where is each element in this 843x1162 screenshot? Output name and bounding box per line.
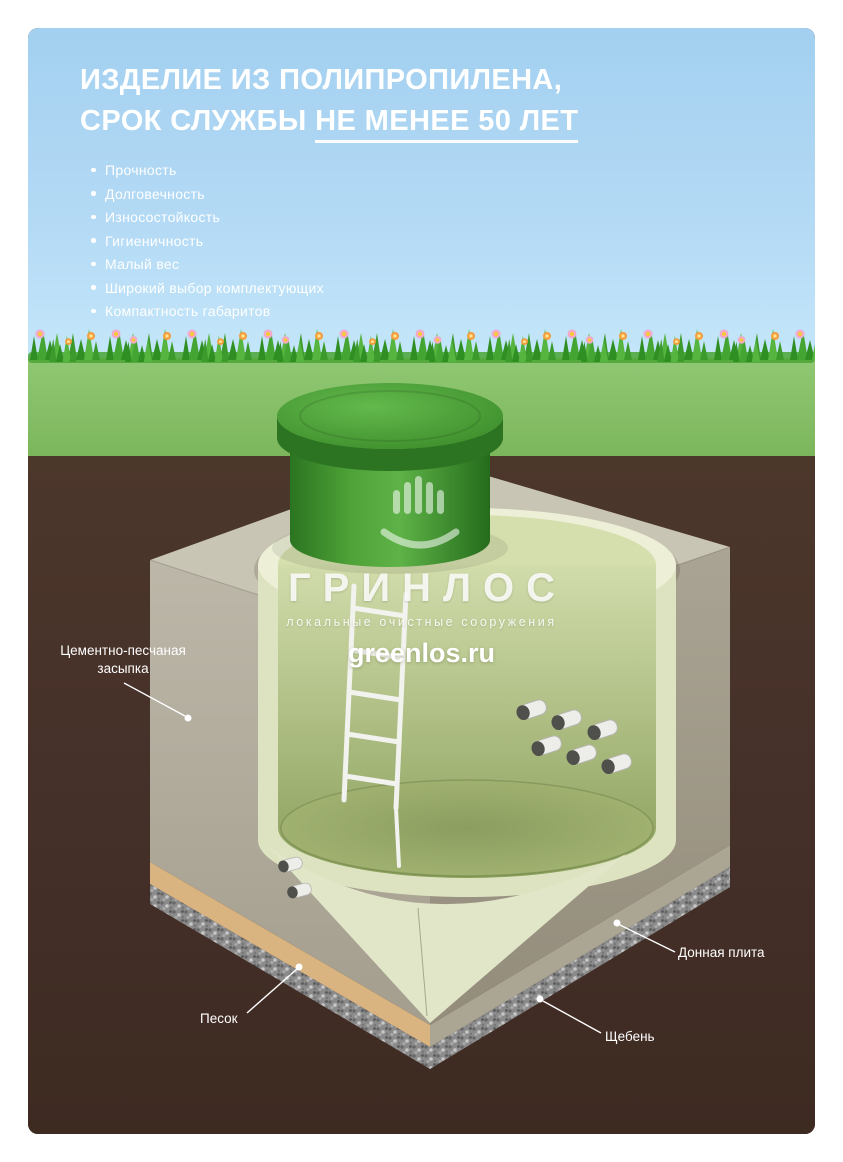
feature-item-durability: Долговечность bbox=[88, 186, 324, 202]
title-line-1: ИЗДЕЛИЕ ИЗ ПОЛИПРОПИЛЕНА, bbox=[80, 64, 563, 96]
manhole-cover bbox=[277, 383, 503, 471]
feature-list: Прочность Долговечность Износостойкость … bbox=[88, 162, 324, 327]
access-ladder bbox=[341, 583, 409, 868]
sand-dot bbox=[295, 963, 303, 971]
gravel-leader bbox=[542, 1000, 602, 1034]
pipe-group-left bbox=[278, 856, 312, 899]
leader-lines bbox=[123, 682, 676, 1034]
poster-title: ИЗДЕЛИЕ ИЗ ПОЛИПРОПИЛЕНА, СРОК СЛУЖБЫ НЕ… bbox=[80, 60, 579, 143]
feature-item-hygiene: Гигиеничность bbox=[88, 233, 324, 249]
installation-cutaway-diagram bbox=[28, 329, 815, 1069]
sand-layer bbox=[150, 862, 430, 1047]
feature-item-wear-resistance: Износостойкость bbox=[88, 209, 324, 225]
gravel-dot bbox=[536, 995, 544, 1003]
feature-item-compactness: Компактность габаритов bbox=[88, 303, 324, 319]
cut-face-crease bbox=[417, 907, 428, 1017]
title-line-2-prefix: СРОК СЛУЖБЫ bbox=[80, 105, 316, 137]
sand-leader bbox=[246, 968, 298, 1014]
sky-background bbox=[28, 28, 815, 358]
gravel-layer bbox=[150, 867, 730, 1069]
pipe-group-right bbox=[516, 699, 632, 775]
bottom-plate-leader bbox=[619, 924, 676, 953]
feature-item-strength: Прочность bbox=[88, 162, 324, 178]
foundation-layers bbox=[150, 845, 730, 1069]
backfill-cut-face bbox=[268, 846, 626, 1023]
feature-item-accessories: Широкий выбор комплектующих bbox=[88, 280, 324, 296]
bottom-plate-dot bbox=[613, 919, 621, 927]
tank-floor bbox=[281, 780, 653, 876]
title-line-2-underlined: НЕ МЕНЕЕ 50 ЛЕТ bbox=[315, 105, 579, 143]
grinlos-logo-watermark bbox=[380, 476, 460, 549]
label-cement-backfill: Цементно-песчаная засыпка bbox=[60, 643, 186, 676]
feature-item-light-weight: Малый вес bbox=[88, 256, 324, 272]
label-bottom-plate: Донная плита bbox=[678, 945, 765, 960]
infographic-card: ИЗДЕЛИЕ ИЗ ПОЛИПРОПИЛЕНА, СРОК СЛУЖБЫ НЕ… bbox=[28, 28, 815, 1134]
cement-backfill-dot bbox=[184, 714, 192, 722]
manhole-riser bbox=[290, 436, 490, 567]
cement-backfill-leader bbox=[123, 682, 186, 717]
bottom-plate-layer bbox=[430, 845, 730, 1047]
label-gravel: Щебень bbox=[605, 1029, 655, 1044]
grass-strip bbox=[28, 329, 815, 363]
title-line-2: СРОК СЛУЖБЫ НЕ МЕНЕЕ 50 ЛЕТ bbox=[80, 101, 579, 143]
label-sand: Песок bbox=[200, 1011, 238, 1026]
